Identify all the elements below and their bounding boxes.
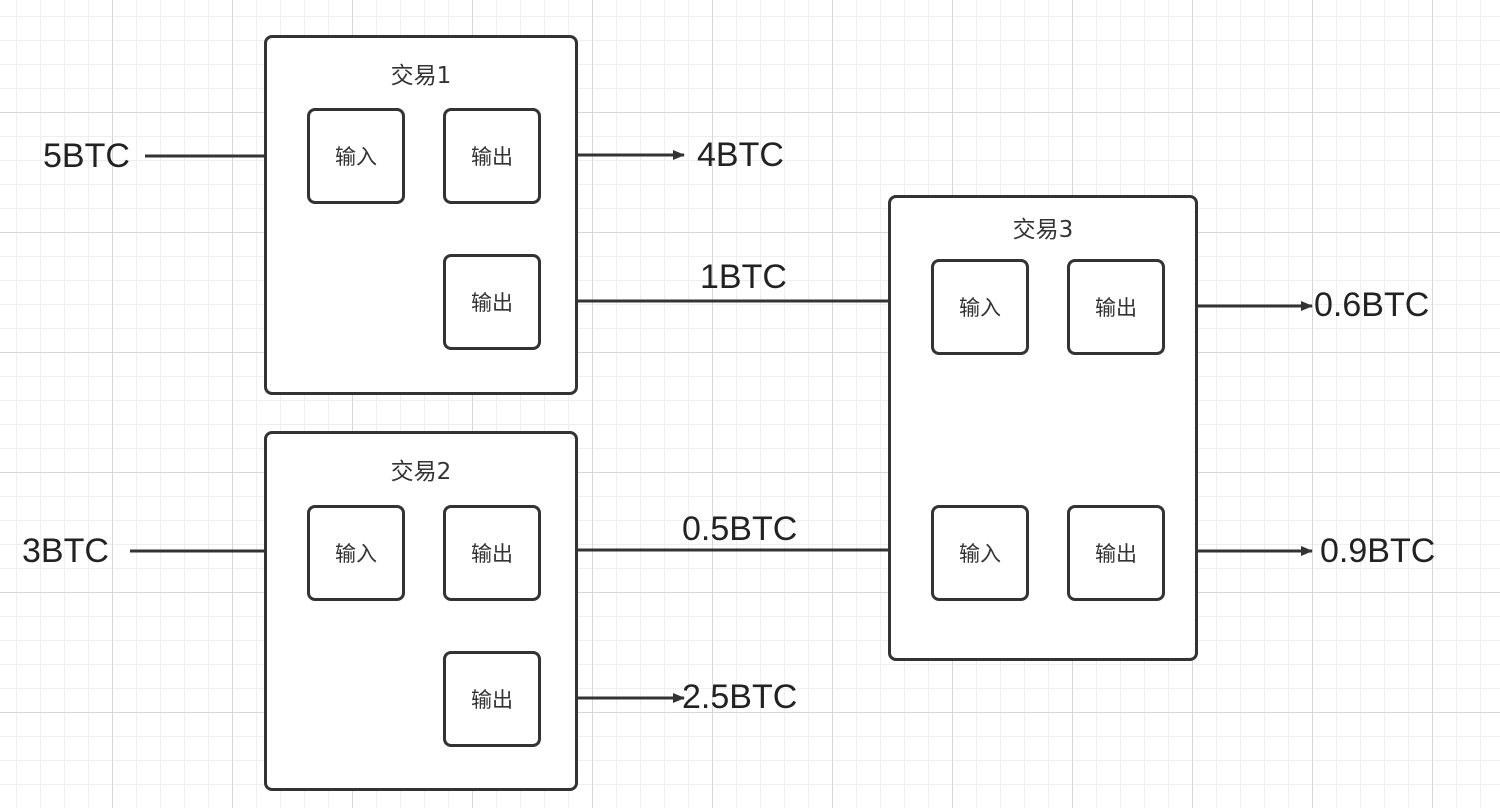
amount-label-tx2-in: 3BTC (22, 532, 109, 570)
amount-label-tx2-out-b: 2.5BTC (682, 678, 798, 716)
transaction-3-output-a: 输出 (1067, 259, 1165, 355)
transaction-1-output-a: 输出 (443, 108, 541, 204)
transaction-2-title: 交易2 (390, 459, 452, 485)
transaction-2: 交易2 输入 输出 输出 (264, 431, 578, 791)
transaction-2-output-b: 输出 (443, 651, 541, 747)
transaction-1-title: 交易1 (390, 63, 452, 89)
transaction-3-input-a: 输入 (931, 259, 1029, 355)
transaction-1: 交易1 输入 输出 输出 (264, 35, 578, 395)
transaction-3-input-b: 输入 (931, 505, 1029, 601)
amount-label-tx3-out-a: 0.6BTC (1314, 286, 1430, 324)
transaction-2-input: 输入 (307, 505, 405, 601)
amount-label-tx3-out-b: 0.9BTC (1320, 532, 1436, 570)
transaction-1-output-b: 输出 (443, 254, 541, 350)
transaction-3: 交易3 输入 输出 输入 输出 (888, 195, 1198, 661)
amount-label-tx1-out-a: 4BTC (697, 136, 784, 174)
transaction-3-output-b: 输出 (1067, 505, 1165, 601)
transaction-3-title: 交易3 (1012, 217, 1074, 243)
transaction-1-input: 输入 (307, 108, 405, 204)
amount-label-tx2-out-a: 0.5BTC (682, 510, 798, 548)
amount-label-tx1-in: 5BTC (43, 137, 130, 175)
transaction-2-output-a: 输出 (443, 505, 541, 601)
amount-label-tx1-out-b: 1BTC (700, 258, 787, 296)
